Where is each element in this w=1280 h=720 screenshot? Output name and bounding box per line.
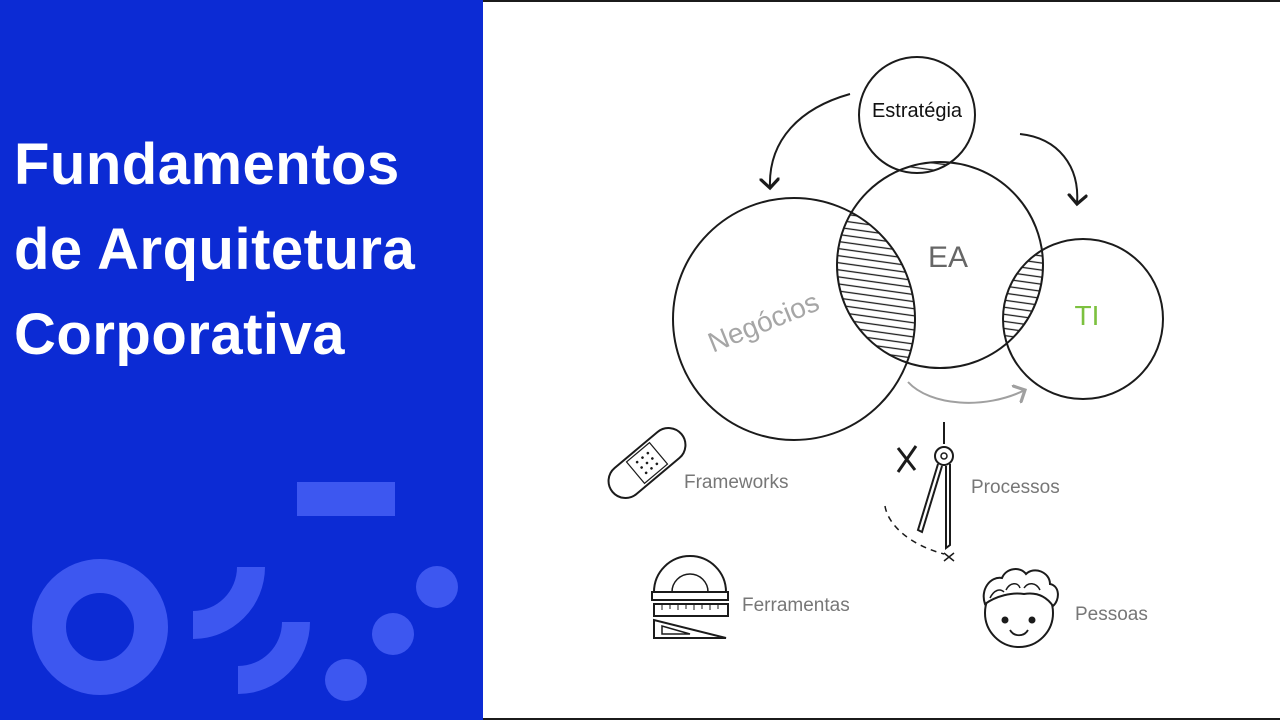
face-icon [982,568,1059,648]
arrow-estrategia-to-ti [1019,133,1077,204]
processos-label: Processos [971,477,1060,498]
estrategia-label: Estratégia [872,100,963,122]
diagram-panel: Estratégia EA Negócios TI Frameworks [483,0,1280,720]
estrategia-circle [858,56,976,174]
title-line-3: Corporativa [14,302,346,367]
hatch-ea-estrategia [870,162,970,173]
ti-label: TI [1075,300,1100,331]
compass-icon [884,422,955,562]
ea-circle [836,161,1044,369]
title-line-2: de Arquitetura [14,217,416,282]
deco-dot-3 [325,659,367,701]
frameworks-label: Frameworks [684,472,789,493]
hatch-ea-negocios [837,198,915,368]
deco-arc-upper [193,567,265,639]
ferramentas-label: Ferramentas [742,595,850,616]
deco-dot-2 [372,613,414,655]
deco-bar [297,482,395,516]
ea-label: EA [928,241,968,274]
negocios-label: Negócios [704,286,824,358]
page-title: Fundamentos de Arquitetura Corporativa [14,122,415,377]
bandage-icon [607,427,687,499]
ruler-icon [651,555,729,639]
deco-ring [32,559,168,695]
arrow-estrategia-to-negocios [770,93,851,188]
venn-diagram: Estratégia EA Negócios TI Frameworks [607,56,1164,648]
deco-arc-lower [238,622,310,694]
arrow-negocios-to-ti [907,381,1025,404]
negocios-circle [672,197,916,441]
decorative-shapes [32,482,458,701]
ti-circle [1002,238,1164,400]
title-line-1: Fundamentos [14,132,400,197]
title-panel: Fundamentos de Arquitetura Corporativa [0,0,483,720]
deco-dot-1 [416,566,458,608]
pessoas-label: Pessoas [1075,604,1148,625]
